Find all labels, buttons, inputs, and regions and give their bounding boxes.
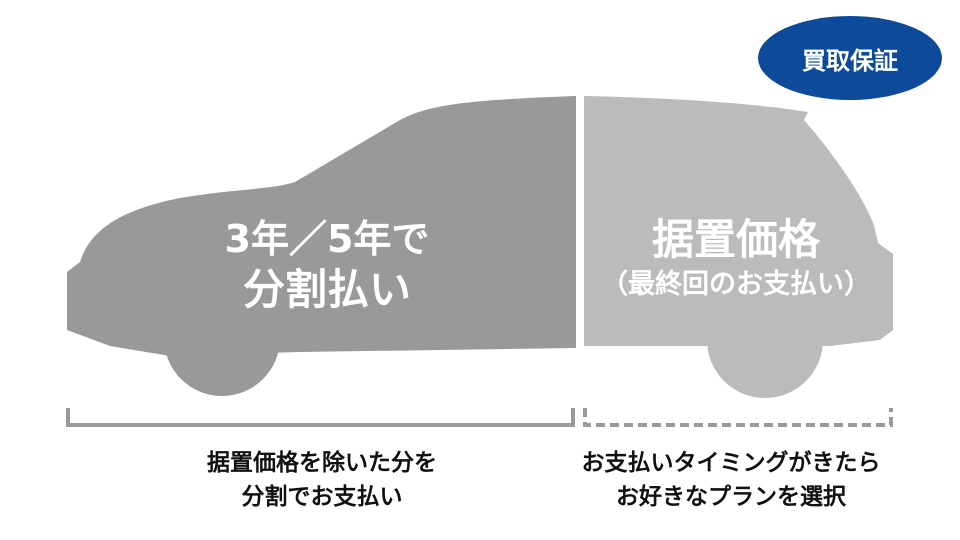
badge-label: 買取保証: [802, 46, 898, 75]
left-caption-line2: 分割でお支払い: [241, 484, 403, 510]
buyback-guarantee-badge: 買取保証: [758, 16, 942, 100]
car-body-deferred: [584, 96, 893, 346]
deferred-bracket: [583, 408, 893, 427]
deferred-price-sublabel: （最終回のお支払い）: [601, 269, 871, 300]
left-caption-line1: 据置価格を除いた分を: [207, 450, 437, 476]
installment-bracket: [66, 408, 575, 427]
deferred-price-label: 据置価格: [651, 215, 821, 264]
car-body-installment: [67, 96, 576, 356]
installment-label: 分割払い: [242, 265, 412, 314]
right-caption-line1: お支払いタイミングがきたら: [581, 450, 881, 476]
right-caption-line2: お好きなプランを選択: [616, 484, 846, 510]
installment-term-text: 3年／5年で: [224, 217, 430, 261]
